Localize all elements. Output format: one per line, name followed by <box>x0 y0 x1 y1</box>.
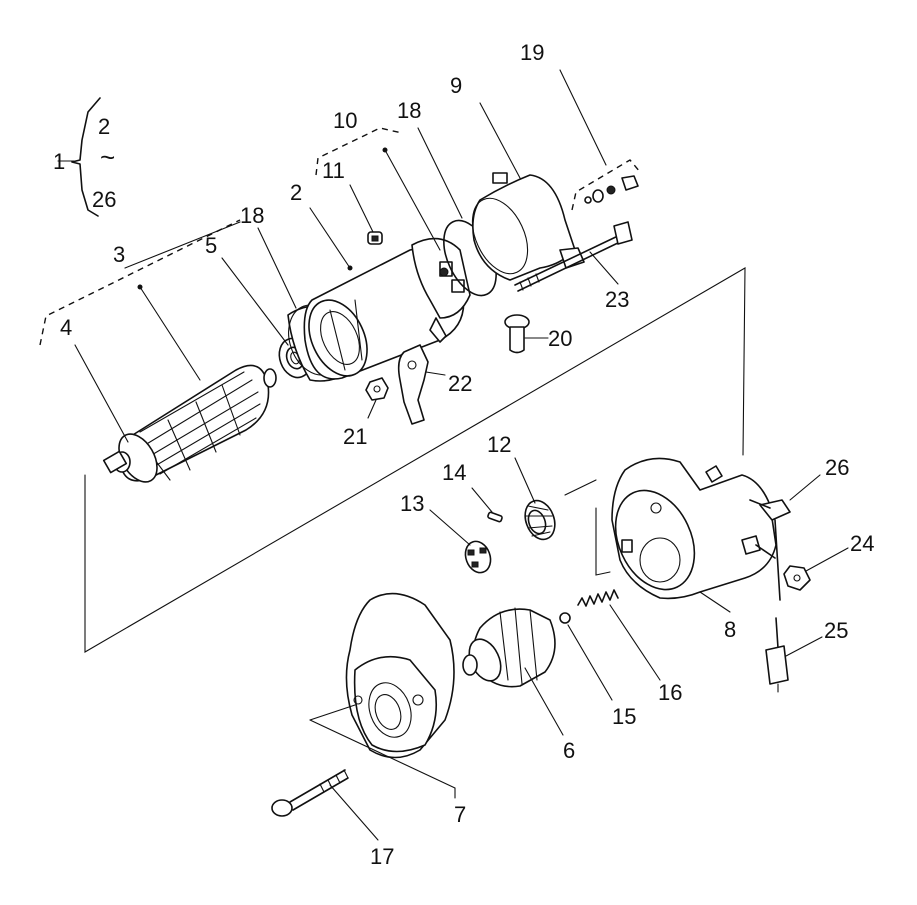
callout-21: 21 <box>343 424 367 449</box>
callout-20: 20 <box>548 326 572 351</box>
clutch-ring <box>464 540 492 574</box>
steel-ball <box>559 612 571 624</box>
callout-10: 10 <box>333 108 357 133</box>
through-bolt <box>271 769 349 817</box>
callout-14: 14 <box>442 460 466 485</box>
nut <box>365 377 389 401</box>
screw <box>504 314 530 354</box>
pin <box>487 511 503 523</box>
callout-23: 23 <box>605 287 629 312</box>
assembly-outline <box>39 219 746 653</box>
brush-clip <box>367 231 383 245</box>
callout-19: 19 <box>520 40 544 65</box>
return-spring <box>577 589 619 607</box>
callout-18-left: 18 <box>240 203 264 228</box>
callout-2-yoke: 2 <box>290 180 302 205</box>
washer-nut-set <box>571 159 641 211</box>
callout-range-tilde: ~ <box>100 142 115 172</box>
callout-15: 15 <box>612 704 636 729</box>
callout-26-range-end: 26 <box>92 187 116 212</box>
callout-26-lead: 26 <box>825 455 849 480</box>
callout-11: 11 <box>322 158 345 183</box>
shift-lever <box>397 344 429 425</box>
callout-25: 25 <box>824 618 848 643</box>
callout-4: 4 <box>60 315 72 340</box>
callout-7: 7 <box>454 802 466 827</box>
group-bracket-1 <box>57 97 101 217</box>
callout-17: 17 <box>370 844 394 869</box>
callout-12: 12 <box>487 432 511 457</box>
callout-16: 16 <box>658 680 682 705</box>
terminal-nut <box>741 535 811 591</box>
pinion-gear <box>524 499 556 541</box>
callout-6: 6 <box>563 738 575 763</box>
solenoid <box>611 457 777 600</box>
callout-13: 13 <box>400 491 424 516</box>
drive-housing <box>345 592 455 759</box>
callout-18-right: 18 <box>397 98 421 123</box>
connector <box>765 617 789 693</box>
rear-end-cover <box>471 172 585 281</box>
callout-22: 22 <box>448 371 472 396</box>
callout-24: 24 <box>850 531 874 556</box>
callout-5: 5 <box>205 233 217 258</box>
through-bolt-long <box>514 221 633 292</box>
callout-1: 1 <box>53 149 65 174</box>
callout-3: 3 <box>113 242 125 267</box>
armature <box>102 364 277 483</box>
callout-9: 9 <box>450 73 462 98</box>
callout-8: 8 <box>724 617 736 642</box>
terminal-lead <box>749 499 791 601</box>
callout-2-range-start: 2 <box>98 114 110 139</box>
overrunning-clutch <box>462 607 556 688</box>
